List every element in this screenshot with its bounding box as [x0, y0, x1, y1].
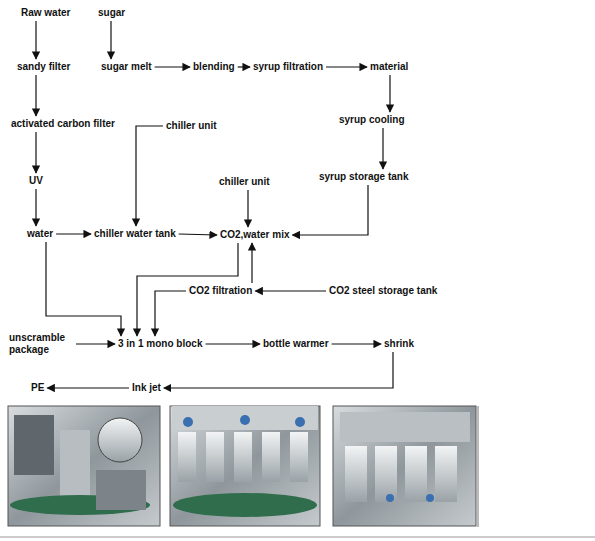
step-label: chiller unit [166, 120, 217, 132]
process-step: chiller unit [165, 119, 218, 133]
flow-arrow [155, 66, 190, 67]
flow-arrow [76, 343, 115, 344]
step-label: water [27, 228, 53, 240]
process-step: unscramble package [8, 331, 74, 357]
flow-arrow [332, 343, 381, 344]
step-label: sandy filter [17, 61, 70, 73]
flow-arrow [35, 132, 36, 173]
process-step: activated carbon filter [10, 117, 116, 131]
flow-arrow [35, 75, 36, 116]
flow-arrow [293, 185, 369, 235]
process-step: water [26, 227, 54, 241]
flow-arrow [56, 233, 91, 234]
step-label: CO2 steel storage tank [329, 285, 437, 297]
step-label: unscramble package [9, 332, 73, 356]
step-label: Raw water [21, 7, 70, 19]
flow-arrow [164, 352, 393, 388]
flow-arrow [155, 291, 186, 336]
process-step: Ink jet [131, 381, 162, 395]
process-step: chiller water tank [93, 227, 177, 241]
step-label: Ink jet [132, 382, 161, 394]
step-label: material [370, 61, 408, 73]
flow-arrow [255, 290, 326, 291]
step-label: syrup storage tank [319, 171, 408, 183]
process-step: syrup storage tank [318, 170, 409, 184]
flow-arrow [46, 242, 121, 336]
step-label: PE [31, 382, 44, 394]
step-label: syrup cooling [339, 114, 405, 126]
flow-arrow [206, 343, 261, 344]
process-step: sugar [97, 6, 126, 20]
process-step: CO2 filtration [188, 284, 253, 298]
machine-photo [8, 406, 160, 526]
step-label: blending [193, 61, 235, 73]
flow-arrow [382, 128, 383, 169]
flow-arrow [389, 75, 390, 112]
process-step: bottle warmer [262, 337, 330, 351]
step-label: CO2 filtration [189, 285, 252, 297]
flow-arrow [247, 190, 248, 227]
process-step: shrink [383, 337, 415, 351]
process-step: syrup filtration [252, 60, 324, 74]
process-step: Raw water [20, 6, 71, 20]
step-label: 3 in 1 mono block [118, 338, 202, 350]
flow-arrow [326, 66, 367, 67]
process-step: CO2,water mix [219, 228, 290, 242]
flow-arrow [179, 234, 217, 235]
flow-arrow [251, 243, 252, 283]
flow-arrow [238, 66, 250, 67]
frame-line [0, 537, 595, 538]
flow-arrow [110, 21, 111, 59]
step-label: sugar [98, 7, 125, 19]
step-label: shrink [384, 338, 414, 350]
process-step: sandy filter [16, 60, 71, 74]
step-label: sugar melt [101, 61, 152, 73]
process-step: 3 in 1 mono block [117, 337, 203, 351]
step-label: chiller unit [219, 176, 270, 188]
step-label: CO2,water mix [220, 229, 289, 241]
process-step: UV [28, 174, 44, 188]
frame-line [478, 406, 479, 527]
process-step: chiller unit [218, 175, 271, 189]
step-label: bottle warmer [263, 338, 329, 350]
process-step: blending [192, 60, 236, 74]
process-step: syrup cooling [338, 113, 406, 127]
step-label: syrup filtration [253, 61, 323, 73]
machine-photo [333, 406, 476, 526]
process-step: CO2 steel storage tank [328, 284, 438, 298]
flow-arrow [136, 126, 163, 226]
flow-arrow [47, 387, 129, 388]
step-label: UV [29, 175, 43, 187]
step-label: activated carbon filter [11, 118, 115, 130]
step-label: chiller water tank [94, 228, 176, 240]
flow-arrow [35, 21, 36, 59]
flow-arrow [35, 189, 36, 226]
process-step: sugar melt [100, 60, 153, 74]
process-step: material [369, 60, 409, 74]
machine-photo [170, 406, 320, 526]
process-step: PE [30, 381, 45, 395]
